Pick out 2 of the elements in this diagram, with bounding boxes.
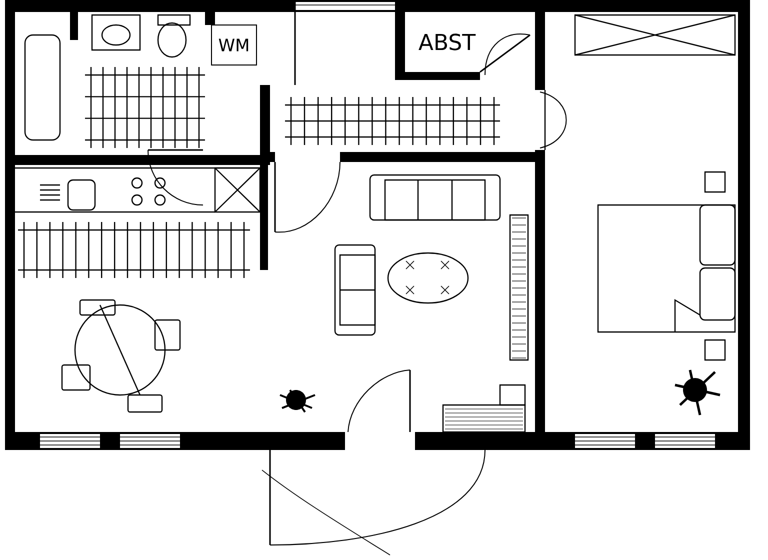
room-label: ABST <box>418 34 476 50</box>
appliance-box: WM <box>211 24 257 66</box>
